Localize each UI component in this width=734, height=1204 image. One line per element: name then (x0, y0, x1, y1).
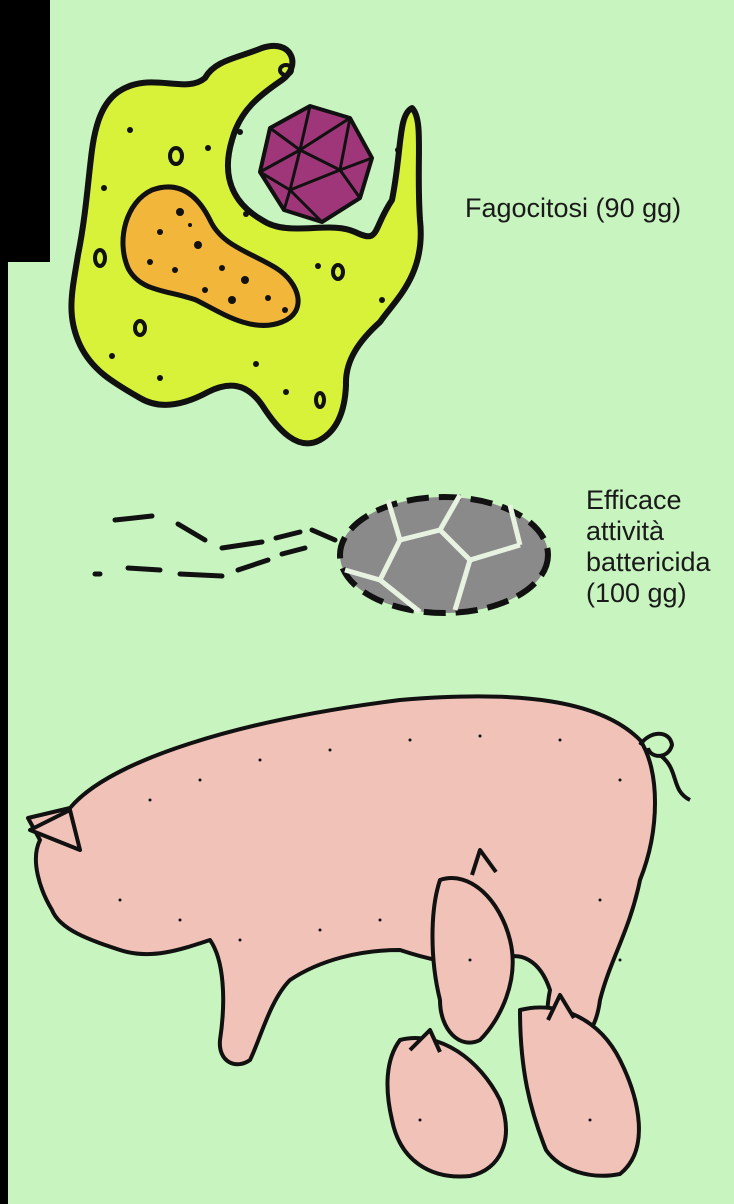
label-fagocitosi: Fagocitosi (90 gg) (465, 193, 681, 224)
label-efficace-line4: (100 gg) (586, 578, 711, 609)
pigs-icon (28, 696, 690, 1176)
label-efficace: Efficace attività battericida (100 gg) (586, 485, 711, 609)
bacterium-icon (95, 495, 548, 613)
phagocyte-icon (71, 46, 420, 443)
label-efficace-line1: Efficace (586, 485, 711, 516)
virus-icon (260, 106, 372, 222)
label-efficace-line3: battericida (586, 547, 711, 578)
label-efficace-line2: attività (586, 516, 711, 547)
